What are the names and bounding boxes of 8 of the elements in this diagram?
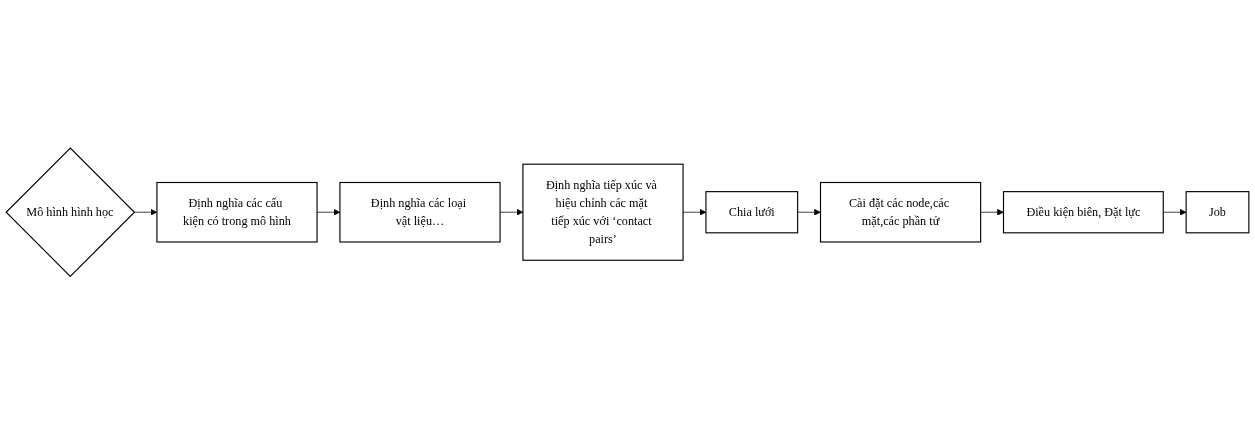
node-box: Định nghĩa các loại vật liệu… bbox=[339, 182, 501, 243]
node-box: Định nghĩa tiếp xúc và hiệu chỉnh các mặt tiếp xúc với ‘contact pairs’ bbox=[522, 163, 684, 262]
node-box: Định nghĩa các cấu kiện có trong mô hình bbox=[156, 182, 318, 243]
node-diamond: Mô hình hình học bbox=[5, 147, 136, 278]
node-box: Cài đặt các node,các mặt,các phần tử bbox=[819, 182, 982, 243]
node-box: Điều kiện biên, Đặt lực bbox=[1002, 191, 1164, 234]
node-box: Job bbox=[1185, 191, 1250, 234]
node-box: Chia lưới bbox=[705, 191, 799, 234]
